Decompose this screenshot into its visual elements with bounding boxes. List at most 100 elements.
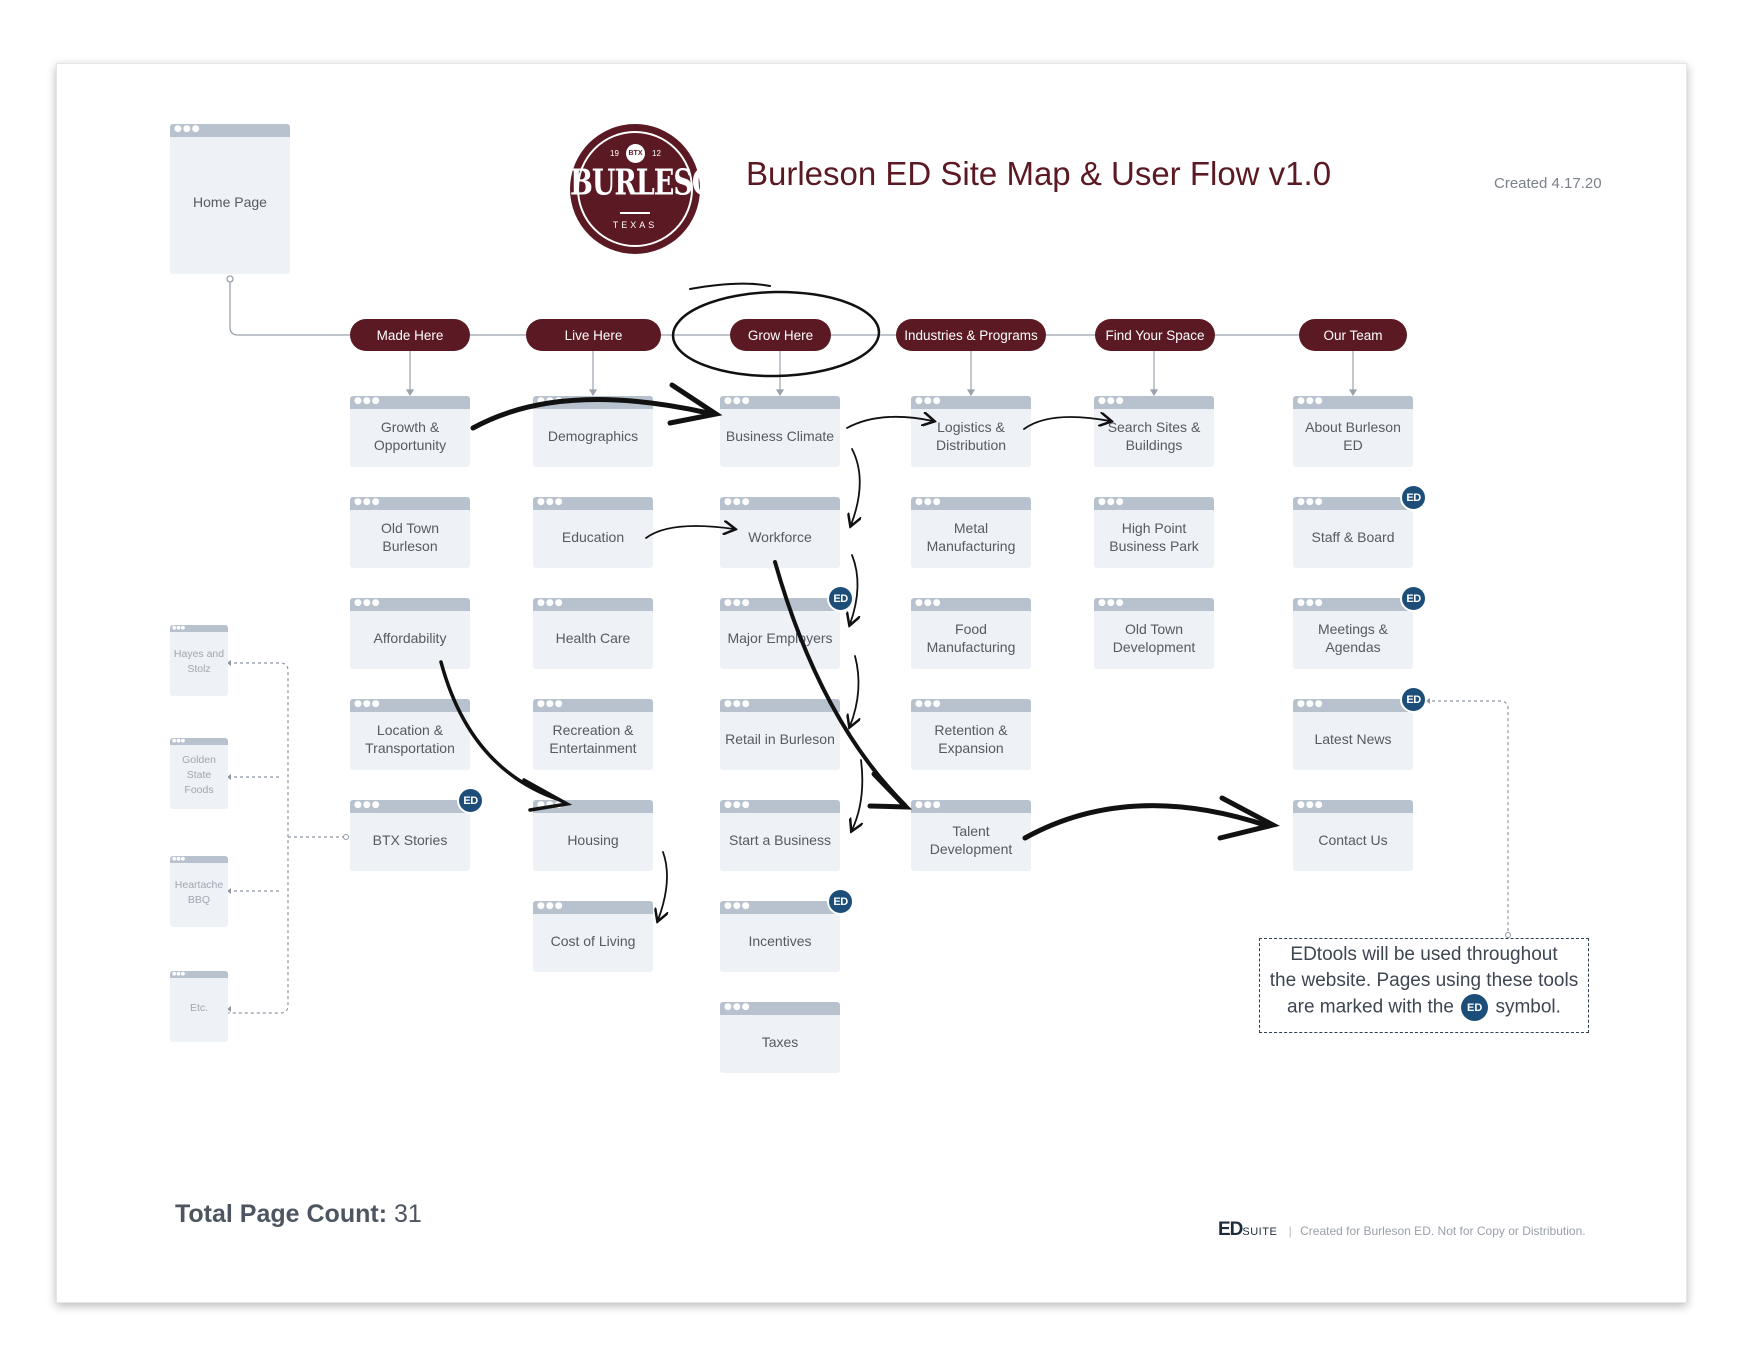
page-title-bar: ●●● [350, 699, 470, 712]
window-dots-icon: ●●● [537, 800, 564, 810]
page-title-bar: ●●● [720, 901, 840, 914]
footer-text: Created for Burleson ED. Not for Copy or… [1300, 1224, 1586, 1238]
page-card-business-climate[interactable]: ●●●Business Climate [720, 396, 840, 467]
page-title-bar: ●●● [720, 598, 840, 611]
nav-pill-industries-and-programs[interactable]: Industries & Programs [896, 319, 1046, 351]
page-title-bar: ●●● [533, 396, 653, 409]
window-dots-icon: ●●● [172, 856, 186, 862]
page-label: Staff & Board [1311, 529, 1395, 545]
stories-dotted-connector [228, 662, 1509, 1014]
page-label: Golden State Foods [182, 753, 216, 796]
page-card-meetings-and-agendas[interactable]: ●●●Meetings & Agendas [1293, 598, 1413, 669]
page-label: Latest News [1314, 731, 1392, 747]
page-card-affordability[interactable]: ●●● Affordability [350, 598, 470, 669]
page-label: BTX Stories [372, 832, 448, 848]
story-card-heartache-bbq[interactable]: ●●●Heartache BBQ [170, 856, 228, 927]
nav-pill-grow-here[interactable]: Grow Here [730, 319, 831, 351]
page-card-contact-us[interactable]: ●●●Contact Us [1293, 800, 1413, 871]
page-card-about-burleson-ed[interactable]: ●●● About Burleson ED [1293, 396, 1413, 467]
page-title-bar: ●●● [720, 699, 840, 712]
page-title-bar: ●●● [533, 699, 653, 712]
page-card-health-care[interactable]: ●●● Health Care [533, 598, 653, 669]
story-card-hayes-and-stolz[interactable]: ●●●Hayes and Stolz [170, 625, 228, 696]
home-page-card[interactable]: ●●● Home Page [170, 124, 290, 274]
page-label: Contact Us [1318, 832, 1388, 848]
edtools-badge-icon: ED [827, 585, 854, 612]
nav-pill-our-team[interactable]: Our Team [1299, 319, 1407, 351]
total-page-count: Total Page Count: 31 [175, 1200, 422, 1229]
nav-pill-find-your-space[interactable]: Find Your Space [1095, 319, 1215, 351]
window-dots-icon: ●●● [354, 497, 381, 507]
page-label: Business Climate [725, 428, 835, 444]
page-title-bar: ●●● [911, 800, 1031, 813]
page-card-incentives[interactable]: ●●● Incentives [720, 901, 840, 972]
logo-state: TEXAS [612, 220, 658, 230]
page-label: Retail in Burleson [725, 731, 835, 747]
page-card-latest-news[interactable]: ●●●Latest News [1293, 699, 1413, 770]
page-card-talent-development[interactable]: ●●●Talent Development [911, 800, 1031, 871]
note-line-1: EDtools will be used throughout [1290, 944, 1558, 965]
window-dots-icon: ●●● [724, 598, 751, 608]
page-label: Health Care [555, 630, 631, 646]
story-card-etc[interactable]: ●●●Etc. [170, 971, 228, 1042]
page-card-staff-and-board[interactable]: ●●●Staff & Board [1293, 497, 1413, 568]
page-title-bar: ●●● [350, 598, 470, 611]
page-label: Growth & Opportunity [373, 419, 447, 453]
window-dots-icon: ●●● [915, 396, 942, 406]
story-card-golden-state-foods[interactable]: ●●●Golden State Foods [170, 738, 228, 809]
page-card-cost-of-living[interactable]: ●●●Cost of Living [533, 901, 653, 972]
page-card-search-sites-and-buildings[interactable]: ●●●Search Sites & Buildings [1094, 396, 1214, 467]
page-label: Incentives [748, 933, 812, 949]
page-card-location-and-transportation[interactable]: ●●●Location & Transportation [350, 699, 470, 770]
window-dots-icon: ●●● [354, 396, 381, 406]
page-card-old-town-development[interactable]: ●●●Old Town Development [1094, 598, 1214, 669]
page-title-bar: ●●● [533, 598, 653, 611]
page-card-taxes[interactable]: ●●●Taxes [720, 1002, 840, 1073]
page-card-btx-stories[interactable]: ●●● BTX Stories [350, 800, 470, 871]
page-label: Search Sites & Buildings [1107, 419, 1201, 453]
page-card-retail-in-burleson[interactable]: ●●● Retail in Burleson [720, 699, 840, 770]
edsuite-logo-suffix: SUITE [1242, 1226, 1278, 1238]
edtools-note: EDtools will be used throughout the webs… [1259, 938, 1589, 1033]
page-title-bar: ●●● [720, 497, 840, 510]
edtools-badge-icon: ED [1400, 484, 1427, 511]
note-line-3-after: symbol. [1495, 996, 1561, 1018]
page-label: Affordability [373, 630, 447, 646]
page-card-old-town-burleson[interactable]: ●●●Old Town Burleson [350, 497, 470, 568]
page-title-bar: ●●● [350, 800, 470, 813]
page-label: Meetings & Agendas [1317, 621, 1389, 655]
page-card-metal-manufacturing[interactable]: ●●●Metal Manufacturing [911, 497, 1031, 568]
note-line-3-before: are marked with the [1287, 996, 1454, 1018]
page-card-logistics-and-distribution[interactable]: ●●●Logistics & Distribution [911, 396, 1031, 467]
page-label: Home Page [193, 194, 267, 210]
nav-pill-live-here[interactable]: Live Here [526, 319, 661, 351]
nav-drop-arrow [405, 389, 415, 397]
edtools-badge-icon: ED [827, 888, 854, 915]
page-card-housing[interactable]: ●●●Housing [533, 800, 653, 871]
page-card-food-manufacturing[interactable]: ●●●Food Manufacturing [911, 598, 1031, 669]
window-dots-icon: ●●● [1297, 396, 1324, 406]
logo-divider [620, 212, 650, 214]
page-card-demographics[interactable]: ●●●Demographics [533, 396, 653, 467]
page-label: Etc. [189, 1001, 209, 1014]
window-dots-icon: ●●● [915, 497, 942, 507]
page-label: About Burleson ED [1305, 419, 1401, 453]
window-dots-icon: ●●● [354, 598, 381, 608]
window-dots-icon: ●●● [537, 497, 564, 507]
page-card-education[interactable]: ●●●Education [533, 497, 653, 568]
page-title-bar: ●●● [720, 800, 840, 813]
window-dots-icon: ●●● [354, 699, 381, 709]
nav-drop-arrow [588, 389, 598, 397]
page-card-growth-and-opportunity[interactable]: ●●● Growth & Opportunity [350, 396, 470, 467]
page-card-high-point-business-park[interactable]: ●●●High Point Business Park [1094, 497, 1214, 568]
page-card-workforce[interactable]: ●●●Workforce [720, 497, 840, 568]
page-card-retention-and-expansion[interactable]: ●●●Retention & Expansion [911, 699, 1031, 770]
page-card-start-a-business[interactable]: ●●●Start a Business [720, 800, 840, 871]
page-title-bar: ●●● [1094, 598, 1214, 611]
home-connector-dot [226, 275, 234, 283]
page-card-major-employers[interactable]: ●●●Major Employers [720, 598, 840, 669]
page-title-bar: ●●● [911, 598, 1031, 611]
nav-pill-made-here[interactable]: Made Here [350, 319, 470, 351]
page-card-recreation-and-entertainment[interactable]: ●●●Recreation & Entertainment [533, 699, 653, 770]
page-title-bar: ●●● [1094, 497, 1214, 510]
